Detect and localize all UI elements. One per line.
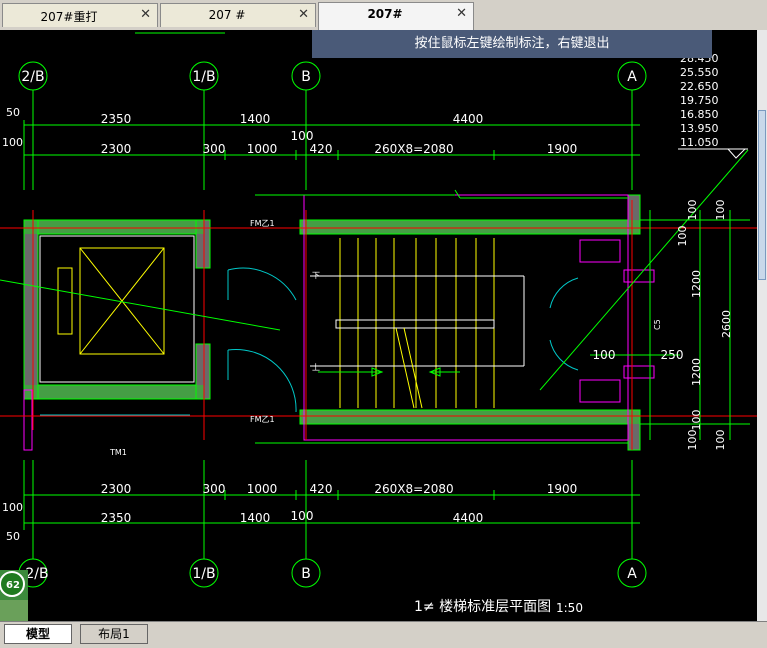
dim-label: 1000 <box>247 482 278 496</box>
dim-label: 100 <box>686 200 699 221</box>
cad-drawing: 2/B 1/B B A 2/B 1/B B A 28.450 25.550 22… <box>0 32 757 615</box>
dim-label: 100 <box>291 509 314 523</box>
tab-207-space[interactable]: 207 # ✕ <box>160 3 316 27</box>
axis-label: 2/B <box>25 566 48 582</box>
dim-label: 260X8=2080 <box>374 142 453 156</box>
door-label: FM乙1 <box>250 219 275 228</box>
dim-label: 1200 <box>690 270 703 298</box>
dim-label: 1900 <box>547 482 578 496</box>
axis-label: 2/B <box>21 69 44 85</box>
drawing-title: 1≠ 楼梯标准层平面图 <box>414 599 551 615</box>
drawing-canvas[interactable]: 2/B 1/B B A 2/B 1/B B A 28.450 25.550 22… <box>0 30 757 621</box>
vertical-scrollbar[interactable] <box>757 30 767 621</box>
stair-up-label: 上 <box>312 363 320 372</box>
tab-label: 207#重打 <box>40 10 98 24</box>
dim-label: 50 <box>6 530 20 543</box>
tab-model[interactable]: 模型 <box>4 624 72 644</box>
door-label: TM1 <box>109 448 127 457</box>
tab-207-reprint[interactable]: 207#重打 ✕ <box>2 3 158 27</box>
dim-label: 1900 <box>547 142 578 156</box>
badge-count: 62 <box>6 580 20 591</box>
dim-label: 2600 <box>720 310 733 338</box>
close-icon[interactable]: ✕ <box>456 6 467 21</box>
door-label: FM乙1 <box>250 415 275 424</box>
drawing-scale: 1:50 <box>556 601 583 615</box>
dim-label: 4400 <box>453 511 484 525</box>
layout-tab-bar: 模型 布局1 <box>0 621 767 648</box>
tab-layout1[interactable]: 布局1 <box>80 624 148 644</box>
dim-label: 100 <box>291 129 314 143</box>
dim-label: 2300 <box>101 142 132 156</box>
dim-label: 250 <box>661 348 684 362</box>
elevation-label: 19.750 <box>680 94 719 107</box>
dim-label: 2350 <box>101 511 132 525</box>
stair-down-label: 下 <box>312 271 320 280</box>
close-icon[interactable]: ✕ <box>140 7 151 22</box>
dim-label: 100 <box>676 226 689 247</box>
dim-label: 1400 <box>240 112 271 126</box>
dim-label: 100 <box>686 430 699 451</box>
tab-207-active[interactable]: 207# ✕ <box>318 2 474 30</box>
dim-label: 2300 <box>101 482 132 496</box>
dim-label: 4400 <box>453 112 484 126</box>
dim-label: 1400 <box>240 511 271 525</box>
dim-label: 100 <box>2 136 23 149</box>
axis-label: 1/B <box>192 69 215 85</box>
tab-label: 207 # <box>208 8 246 22</box>
dim-label: 300 <box>203 482 226 496</box>
elevation-label: 16.850 <box>680 108 719 121</box>
dim-label: 420 <box>310 142 333 156</box>
command-tooltip: 按住鼠标左键绘制标注，右键退出 <box>312 30 712 58</box>
axis-label: B <box>301 69 311 85</box>
tab-label: 207# <box>367 7 403 21</box>
elevation-label: 13.950 <box>680 122 719 135</box>
axis-label: A <box>627 69 637 85</box>
avatar[interactable]: 62 <box>0 570 28 621</box>
dim-label: 1000 <box>247 142 278 156</box>
dim-label: 100 <box>714 200 727 221</box>
axis-label: B <box>301 566 311 582</box>
dim-label: 2350 <box>101 112 132 126</box>
dim-label: 100 <box>2 501 23 514</box>
dim-label: 300 <box>203 142 226 156</box>
dim-label: 1200 <box>690 358 703 386</box>
close-icon[interactable]: ✕ <box>298 7 309 22</box>
elevation-label: 11.050 <box>680 136 719 149</box>
window-label: C5 <box>653 319 662 330</box>
dim-label: 100 <box>690 410 703 431</box>
dim-label: 100 <box>714 430 727 451</box>
elevation-label: 25.550 <box>680 66 719 79</box>
scrollbar-thumb[interactable] <box>758 110 766 280</box>
dim-label: 420 <box>310 482 333 496</box>
dim-label: 260X8=2080 <box>374 482 453 496</box>
axis-label: A <box>627 566 637 582</box>
dim-label: 100 <box>593 348 616 362</box>
elevation-label: 22.650 <box>680 80 719 93</box>
dim-label: 50 <box>6 106 20 119</box>
axis-label: 1/B <box>192 566 215 582</box>
file-tab-bar: 207#重打 ✕ 207 # ✕ 207# ✕ <box>0 0 767 31</box>
